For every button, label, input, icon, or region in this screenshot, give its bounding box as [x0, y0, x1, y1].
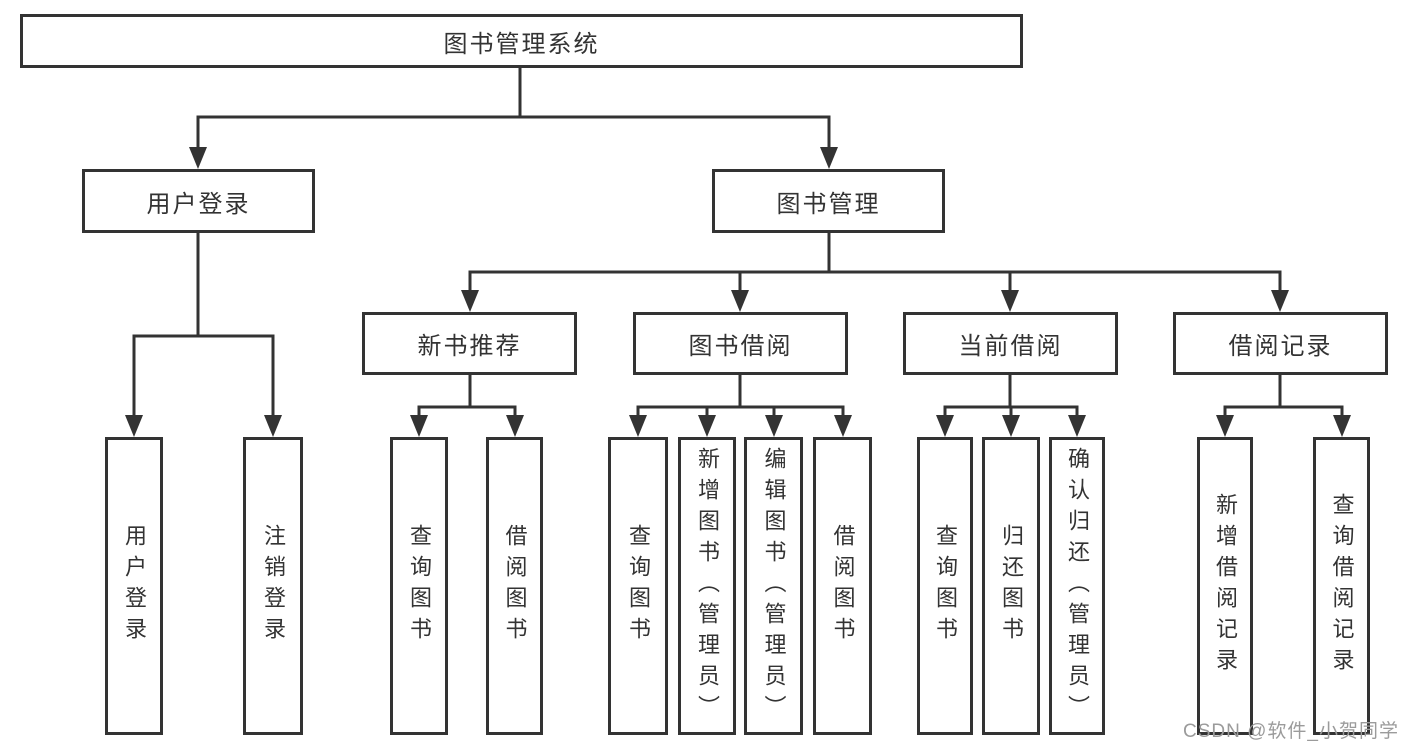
- leaf-return-books-label: 归还图书: [999, 524, 1024, 648]
- leaf-edit-book-admin-label: 编辑图书（管理员）: [761, 446, 787, 726]
- leaf-borrow-books-label: 借阅图书: [830, 524, 856, 648]
- csdn-watermark: CSDN @软件_小贺同学: [1183, 721, 1399, 742]
- leaf-query-books-borrowing-label: 查询图书: [626, 524, 651, 648]
- leaf-query-borrow-record-label: 查询借阅记录: [1329, 493, 1355, 679]
- leaf-query-books-recommend: 查询图书: [390, 437, 448, 735]
- node-book-management: 图书管理: [712, 169, 945, 233]
- leaf-query-books-current-label: 查询图书: [933, 524, 958, 648]
- leaf-confirm-return-admin: 确认归还（管理员）: [1049, 437, 1105, 735]
- leaf-add-book-admin: 新增图书（管理员）: [678, 437, 736, 735]
- leaf-query-books-current: 查询图书: [917, 437, 973, 735]
- leaf-query-borrow-record: 查询借阅记录: [1313, 437, 1370, 735]
- leaf-borrow-books-recommend-label: 借阅图书: [502, 524, 528, 648]
- node-borrowing-records: 借阅记录: [1173, 312, 1388, 375]
- leaf-confirm-return-admin-label: 确认归还（管理员）: [1065, 446, 1090, 726]
- leaf-borrow-books: 借阅图书: [813, 437, 872, 735]
- leaf-return-books: 归还图书: [982, 437, 1040, 735]
- leaf-user-login: 用户登录: [105, 437, 163, 735]
- node-new-book-recommend: 新书推荐: [362, 312, 577, 375]
- leaf-query-books-recommend-label: 查询图书: [407, 524, 432, 648]
- node-user-login: 用户登录: [82, 169, 315, 233]
- leaf-user-login-label: 用户登录: [122, 524, 147, 648]
- leaf-logout: 注销登录: [243, 437, 303, 735]
- leaf-add-book-admin-label: 新增图书（管理员）: [695, 446, 720, 726]
- node-root-system: 图书管理系统: [20, 14, 1023, 68]
- leaf-add-borrow-record-label: 新增借阅记录: [1213, 493, 1238, 679]
- node-book-borrowing: 图书借阅: [633, 312, 848, 375]
- node-current-borrowing: 当前借阅: [903, 312, 1118, 375]
- leaf-borrow-books-recommend: 借阅图书: [486, 437, 543, 735]
- leaf-add-borrow-record: 新增借阅记录: [1197, 437, 1253, 735]
- leaf-query-books-borrowing: 查询图书: [608, 437, 668, 735]
- leaf-logout-label: 注销登录: [261, 524, 286, 648]
- leaf-edit-book-admin: 编辑图书（管理员）: [744, 437, 803, 735]
